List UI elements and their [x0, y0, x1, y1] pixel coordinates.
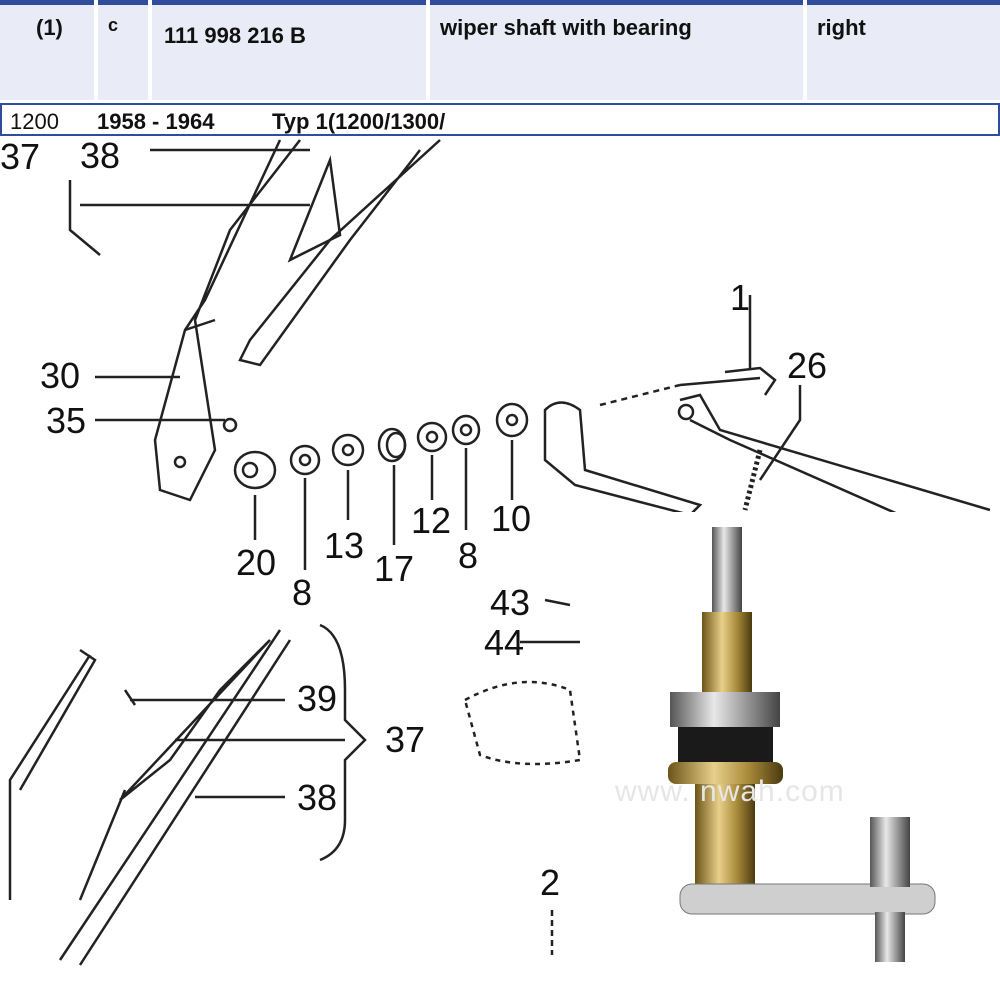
label-8: 8 — [292, 572, 313, 613]
watermark: www. nwah.com — [615, 775, 845, 808]
label-10: 10 — [491, 498, 532, 539]
label-43: 43 — [490, 582, 531, 623]
label-26: 26 — [787, 345, 828, 386]
label-37b: 37 — [385, 719, 426, 760]
label-30: 30 — [40, 355, 81, 396]
position-number: (1) — [36, 15, 63, 40]
part-code: c — [108, 15, 119, 35]
label-17: 17 — [374, 548, 415, 589]
label-2: 2 — [540, 862, 561, 903]
label-38: 38 — [80, 135, 121, 176]
label-8b: 8 — [458, 535, 479, 576]
label-12: 12 — [411, 500, 452, 541]
label-35: 35 — [46, 400, 87, 441]
label-1: 1 — [730, 277, 751, 318]
wiper-shaft-photo — [590, 512, 1000, 967]
part-row[interactable]: (1) c 111 998 216 B wiper shaft with bea… — [0, 0, 1000, 102]
model: 1200 — [10, 109, 59, 134]
label-38b: 38 — [297, 777, 338, 818]
label-20: 20 — [236, 542, 277, 583]
label-37: 37 — [0, 136, 41, 177]
vehicle-type: Typ 1(1200/1300/ — [272, 109, 446, 134]
years: 1958 - 1964 — [97, 109, 215, 134]
model-row[interactable]: 1200 1958 - 1964 Typ 1(1200/1300/ — [0, 103, 1000, 136]
part-side: right — [817, 15, 866, 40]
label-39: 39 — [297, 678, 338, 719]
label-44: 44 — [484, 622, 525, 663]
part-number: 111 998 216 B — [164, 23, 306, 48]
label-13: 13 — [324, 525, 365, 566]
washer-20 — [233, 450, 277, 490]
part-description: wiper shaft with bearing — [440, 15, 692, 40]
